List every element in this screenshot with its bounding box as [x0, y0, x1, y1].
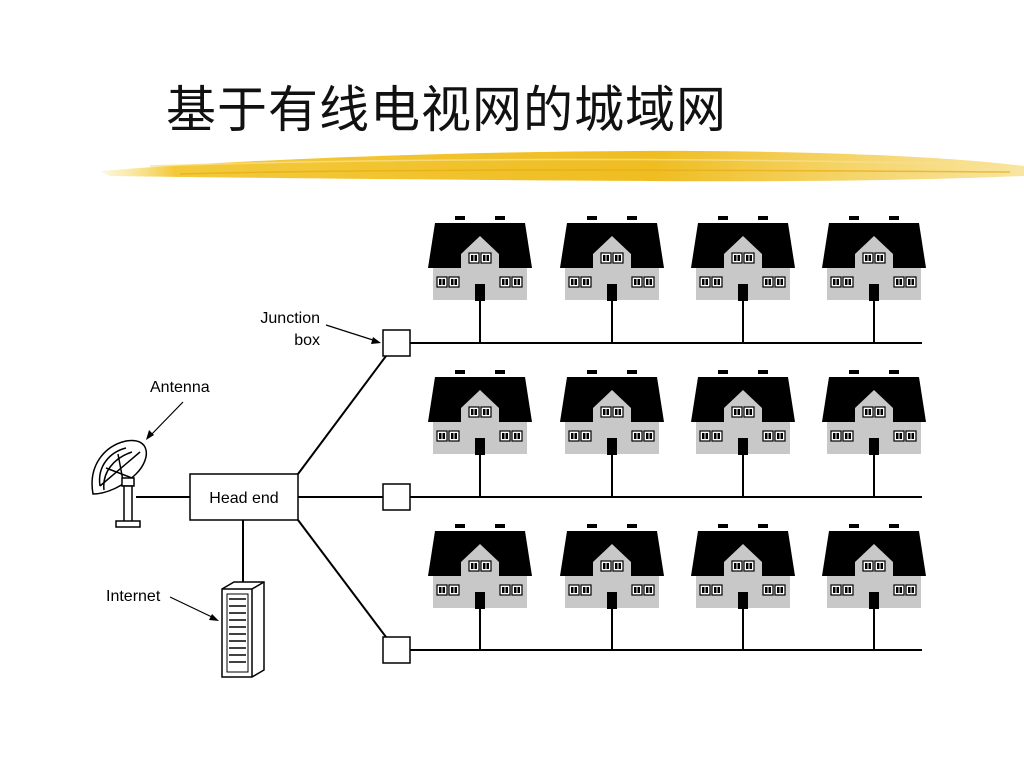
title-underline [100, 150, 1024, 182]
junction-box-label-line2: box [294, 332, 320, 349]
house-icon [560, 524, 664, 650]
junction-box-pointer [325, 324, 377, 342]
antenna-label: Antenna [150, 379, 210, 396]
house-icon [691, 524, 795, 650]
antenna-icon [91, 439, 148, 528]
house-icon [691, 370, 795, 497]
junction-box-1 [382, 329, 411, 357]
house-icon [822, 524, 926, 650]
house-icon [822, 370, 926, 497]
internet-pointer [169, 596, 215, 619]
house-icon [428, 524, 532, 650]
junction-box-2 [382, 483, 411, 511]
house-icon [822, 216, 926, 343]
junction-box-label-line1: Junction [260, 310, 320, 327]
trunk-line-upper [297, 351, 390, 475]
head-end-label: Head end [209, 490, 278, 507]
slide-title: 基于有线电视网的城域网 [166, 81, 727, 139]
house-icon [560, 216, 664, 343]
junction-box-3 [382, 636, 411, 664]
house-icon [691, 216, 795, 343]
house-icon [428, 370, 532, 497]
house-icon [428, 216, 532, 343]
houses-group [428, 216, 926, 650]
internet-label: Internet [106, 588, 161, 605]
house-icon [560, 370, 664, 497]
server-icon [221, 581, 265, 678]
antenna-pointer [149, 401, 184, 437]
trunk-line-lower [297, 519, 390, 642]
